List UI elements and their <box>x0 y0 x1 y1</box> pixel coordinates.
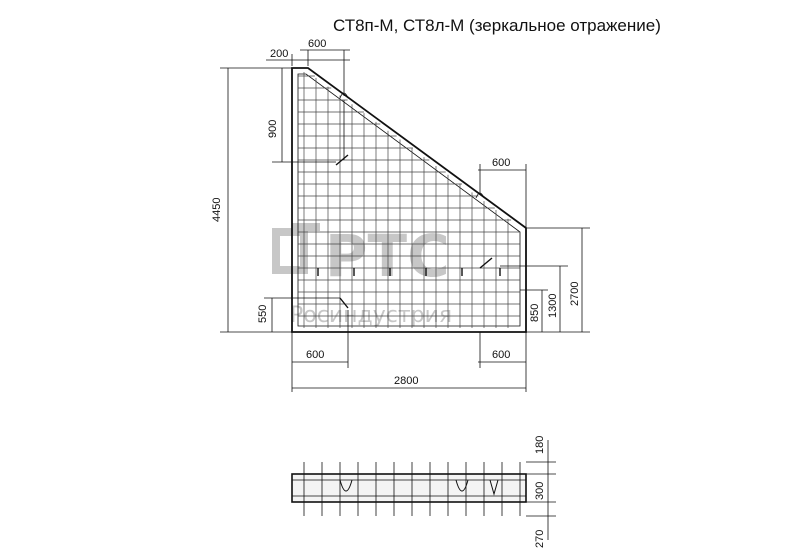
dim-upper-embed-height: 900 <box>267 120 279 138</box>
dim-total-height: 4450 <box>211 198 223 222</box>
section-dimensions: 180 300 270 <box>526 436 556 548</box>
watermark: РТС Росиндустрия <box>272 222 452 328</box>
dim-lower-embed-height: 1300 <box>547 294 559 318</box>
panel-inner-edge <box>297 73 521 327</box>
dim-lower-left-height: 550 <box>257 305 269 323</box>
dim-top-left-offset: 200 <box>270 48 288 60</box>
dim-lower-right-height: 850 <box>529 304 541 322</box>
dim-section-top: 180 <box>534 436 546 454</box>
dim-section-bottom: 270 <box>534 530 546 548</box>
front-dimensions: 200 600 4450 900 550 600 2700 <box>211 38 590 392</box>
dim-top-embed-offset: 600 <box>308 38 326 50</box>
section-view: 180 300 270 <box>291 436 556 548</box>
watermark-logo <box>272 223 320 274</box>
dim-bottom-left-embed: 600 <box>306 349 324 361</box>
dim-right-height: 2700 <box>569 282 581 306</box>
lifting-loop-left <box>339 92 349 160</box>
embed-marks <box>317 154 501 309</box>
dim-section-thickness: 300 <box>534 482 546 500</box>
section-bars <box>303 462 521 516</box>
section-outline <box>291 473 527 503</box>
drawing-title: СТ8п-М, СТ8л-М (зеркальное отражение) <box>333 16 661 35</box>
watermark-subtitle: Росиндустрия <box>290 303 452 328</box>
section-anchors <box>339 479 499 496</box>
dim-right-embed-offset: 600 <box>492 157 510 169</box>
dim-bottom-right-embed: 600 <box>492 349 510 361</box>
panel-outline <box>291 67 527 333</box>
front-view: 200 600 4450 900 550 600 2700 <box>211 38 590 392</box>
dim-total-width: 2800 <box>394 375 418 387</box>
